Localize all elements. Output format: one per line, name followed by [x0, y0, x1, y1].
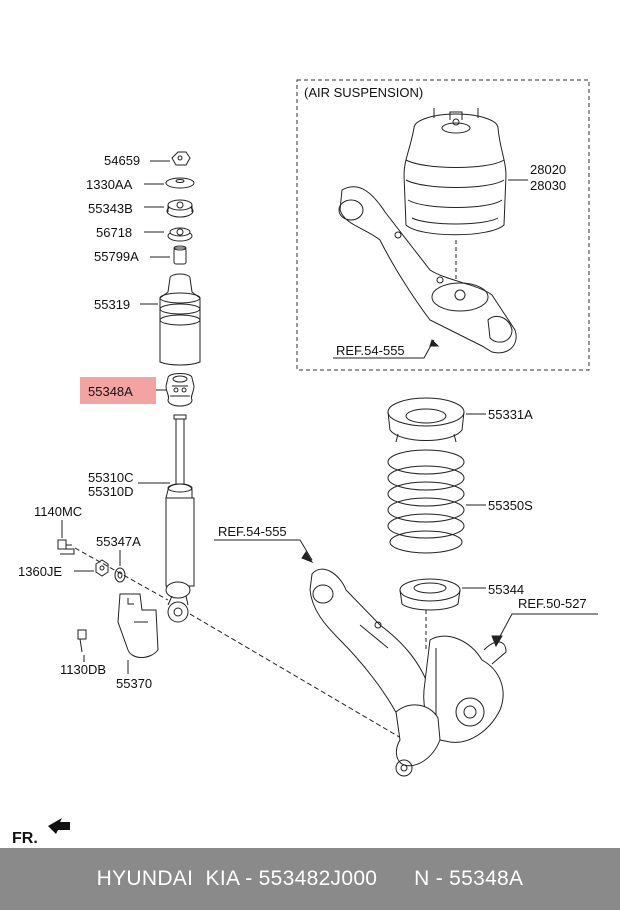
- footer-part-ref: N - 55348A: [414, 867, 524, 890]
- label-55343B: 55343B: [88, 201, 133, 216]
- coil-spring-55350S: [387, 449, 465, 554]
- lower-arm-air: [338, 186, 517, 354]
- label-55331A: 55331A: [488, 407, 533, 422]
- front-label: FR.: [12, 830, 38, 847]
- front-arrow-icon: [48, 818, 70, 834]
- label-1140MC: 1140MC: [34, 504, 82, 519]
- label-55310C: 55310C: [88, 470, 134, 485]
- label-28020: 28020: [530, 162, 566, 177]
- label-1330AA: 1330AA: [86, 177, 133, 192]
- ref-knuckle-leader: [497, 613, 598, 641]
- trailing-link: [395, 704, 441, 777]
- nut-1360JE: [95, 559, 109, 577]
- label-55348A: 55348A: [88, 384, 133, 399]
- air-suspension-box: [296, 79, 590, 371]
- label-56718: 56718: [96, 225, 132, 240]
- footer-spacer: [377, 867, 414, 891]
- sleeve-55799A: [173, 245, 187, 265]
- ref-knuckle: REF.50-527: [518, 596, 587, 611]
- label-1360JE: 1360JE: [18, 564, 62, 579]
- label-55347A: 55347A: [96, 534, 141, 549]
- footer-brand: HYUNDAI KIA - 553482J000: [96, 867, 378, 890]
- label-55350S: 55350S: [488, 498, 533, 513]
- bracket-55343B: [166, 199, 194, 218]
- air-spring: [403, 108, 507, 236]
- bolt-1140MC: [57, 539, 75, 555]
- ref-arm: REF.54-555: [218, 524, 287, 539]
- label-1130DB: 1130DB: [60, 662, 106, 677]
- dust-cover-55319: [159, 273, 201, 366]
- bushing-56718: [167, 227, 193, 242]
- shock-absorber: [165, 414, 195, 623]
- footer-bar: HYUNDAI KIA - 553482J000 N - 55348A: [0, 848, 620, 910]
- parts-diagram: (AIR SUSPENSION) 54659 1330AA 55343B 567…: [12, 79, 598, 847]
- air-suspension-label: (AIR SUSPENSION): [304, 85, 423, 100]
- lower-pad-55344: [399, 578, 461, 611]
- washer-1330AA: [165, 177, 195, 189]
- ref-arm-leader: [214, 539, 313, 561]
- label-54659: 54659: [104, 153, 140, 168]
- label-55799A: 55799A: [94, 249, 139, 264]
- washer-55347A: [114, 567, 126, 583]
- highlight-55348A: [80, 377, 156, 404]
- ref-air: REF.54-555: [336, 343, 405, 358]
- bolt-1130DB: [77, 629, 87, 653]
- label-55319: 55319: [94, 297, 130, 312]
- label-55310D: 55310D: [88, 484, 134, 499]
- bracket-55370: [117, 593, 159, 658]
- upper-seat-55331A: [387, 397, 465, 443]
- nut-54659: [171, 151, 191, 166]
- label-28030: 28030: [530, 178, 566, 193]
- label-55370: 55370: [116, 676, 152, 691]
- label-55344: 55344: [488, 582, 524, 597]
- bump-stopper-55348A: [165, 373, 195, 407]
